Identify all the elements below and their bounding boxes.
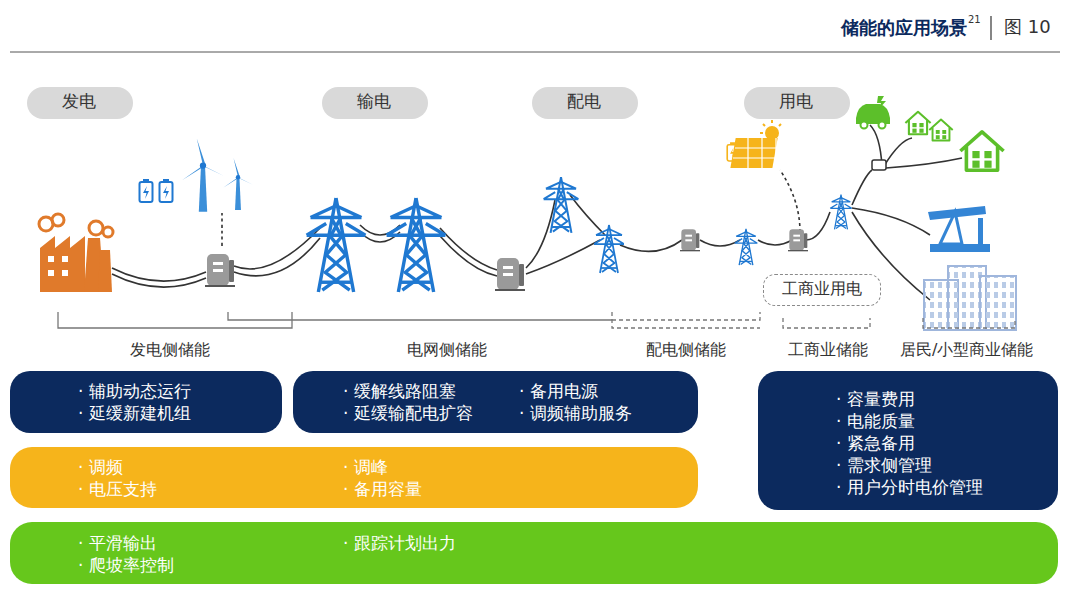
node-text: · 调频 (78, 457, 123, 477)
figure-number: 图 10 (1004, 15, 1051, 39)
node-text: · 调峰 (343, 457, 388, 477)
function-box: · 缓解线路阻塞· 延缓输配电扩容 · 备用电源· 调频辅助服务 (293, 371, 698, 433)
title: 储能的应用场景 (841, 16, 967, 40)
node-text: · 跟踪计划出力 (343, 533, 456, 553)
stage-pill: 发电 (27, 87, 133, 119)
node-text: · 需求侧管理 (836, 455, 932, 475)
node-text: · 爬坡率控制 (78, 555, 174, 575)
node-text: · 电能质量 (836, 411, 915, 431)
function-band: · 调频· 电压支持 · 调峰· 备用容量 (10, 447, 698, 508)
node-text: · 容量费用 (836, 389, 915, 409)
category-label: 电网侧储能 (407, 340, 487, 361)
node-text: · 调频辅助服务 (519, 403, 632, 423)
node-text: 发电 (62, 90, 96, 113)
node-text: · 备用电源 (519, 381, 598, 401)
stage-pill: 输电 (322, 87, 428, 119)
function-box: · 辅助动态运行· 延缓新建机组 (10, 371, 282, 433)
stage-pill: 用电 (744, 87, 850, 119)
node-text: 配电 (567, 90, 601, 113)
node-text: · 用户分时电价管理 (836, 477, 983, 497)
stage-pill: 配电 (532, 87, 638, 119)
footnote-number: 21 (968, 14, 981, 25)
function-band: · 平滑输出· 爬坡率控制 · 跟踪计划出力 (10, 522, 1058, 584)
node-text: · 辅助动态运行 (78, 381, 191, 401)
node-text: · 备用容量 (343, 479, 422, 499)
node-text: · 延缓输配电扩容 (343, 403, 473, 423)
category-label: 居民/小型商业储能 (900, 340, 1033, 361)
node-text: 工商业用电 (782, 279, 862, 300)
category-label: 发电侧储能 (130, 340, 210, 361)
node-text: 输电 (357, 90, 391, 113)
node-text: · 缓解线路阻塞 (343, 381, 456, 401)
node-text: · 平滑输出 (78, 533, 157, 553)
node-text: · 延缓新建机组 (78, 403, 191, 423)
node-text: · 电压支持 (78, 479, 157, 499)
dashed-box: 工商业用电 (763, 274, 881, 306)
node-text: · 紧急备用 (836, 433, 915, 453)
category-label: 配电侧储能 (646, 340, 726, 361)
category-label: 工商业储能 (788, 340, 868, 361)
function-box: · 容量费用· 电能质量· 紧急备用· 需求侧管理· 用户分时电价管理 (758, 371, 1058, 510)
node-text: 用电 (779, 90, 813, 113)
